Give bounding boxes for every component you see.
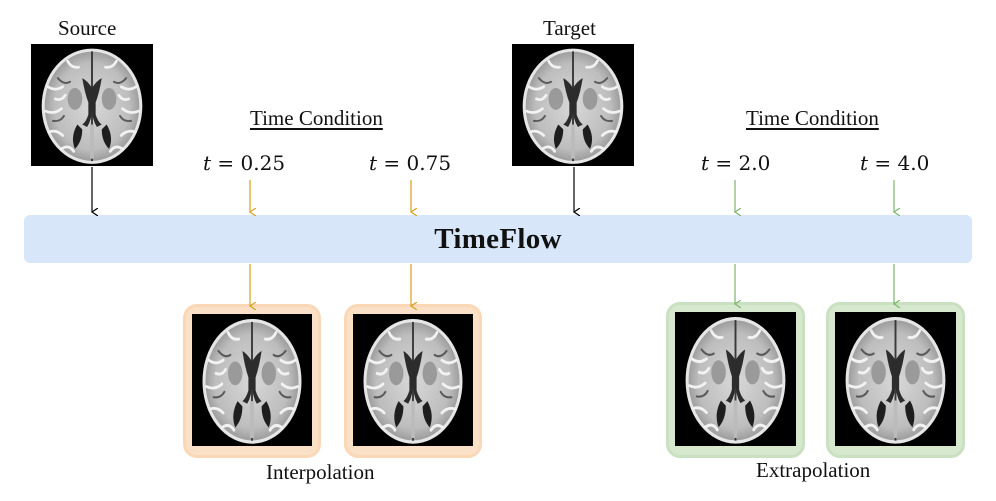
time-value-t4: t = 4.0 xyxy=(860,151,930,175)
timeflow-title: TimeFlow xyxy=(434,222,562,255)
interpolation-label: Interpolation xyxy=(266,460,375,484)
timeflow-bar: TimeFlow xyxy=(24,215,972,263)
output-brain-t2 xyxy=(675,312,796,446)
target-label: Target xyxy=(543,16,596,40)
output-brain-t4 xyxy=(835,312,956,446)
source-brain-image xyxy=(31,44,153,166)
time-value-t025: t = 0.25 xyxy=(203,151,286,175)
output-brain-t025 xyxy=(192,314,312,446)
source-label: Source xyxy=(58,16,117,40)
time-condition-label-right: Time Condition xyxy=(746,106,879,130)
output-brain-t075 xyxy=(353,314,473,446)
time-condition-label-left: Time Condition xyxy=(250,106,383,130)
time-value-t2: t = 2.0 xyxy=(701,151,771,175)
time-value-t075: t = 0.75 xyxy=(369,151,452,175)
target-brain-image xyxy=(512,44,634,166)
extrapolation-label: Extrapolation xyxy=(756,458,871,482)
